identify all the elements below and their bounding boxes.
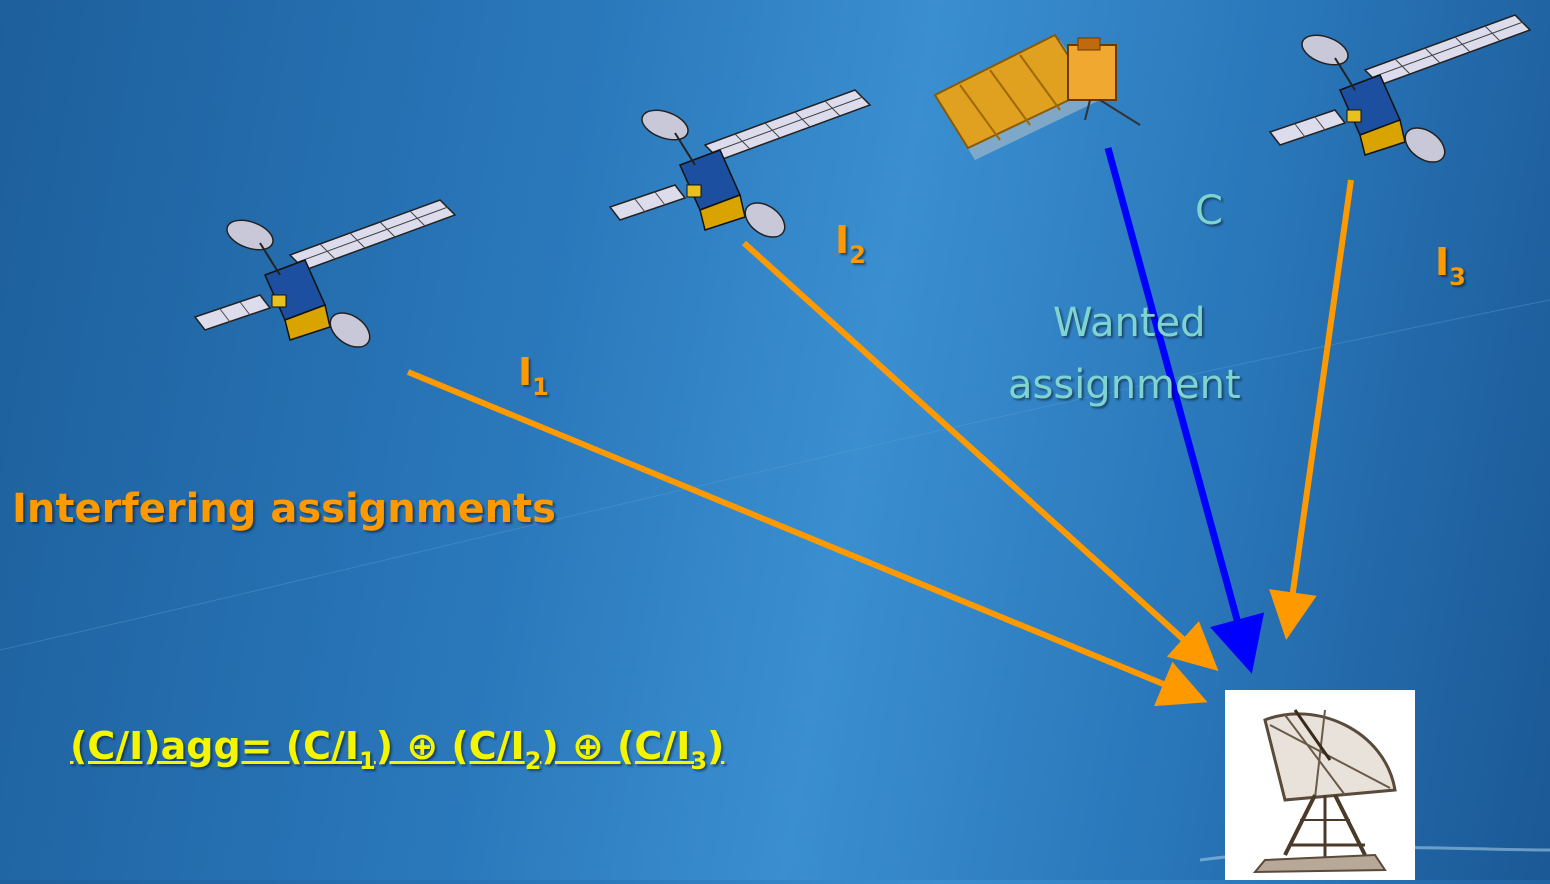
earth-station-dish-icon (1252, 709, 1397, 874)
label-wanted-line2: assignment (1008, 362, 1241, 408)
wanted-arrow (1104, 147, 1265, 674)
formula-part-1: (C/I)agg= (C/I (70, 724, 360, 768)
label-i2-letter: I (835, 218, 850, 262)
label-i3: I3 (1435, 240, 1466, 291)
label-i2: I2 (835, 218, 866, 269)
interference-arrow-2 (741, 240, 1219, 672)
formula-sub-1: 1 (359, 747, 376, 775)
interfering-satellite-2-icon (609, 89, 871, 246)
interference-arrow-3 (1269, 179, 1354, 640)
formula-part-3: ) ⊕ (C/I (541, 724, 691, 768)
formula-sub-2: 2 (524, 747, 542, 775)
interfering-satellite-1-icon (194, 199, 456, 356)
earth-station-image (1225, 690, 1415, 880)
label-interfering-assignments: Interfering assignments (12, 486, 556, 532)
formula-part-2: ) ⊕ (C/I (375, 724, 525, 768)
label-i3-letter: I (1435, 240, 1450, 284)
label-i1-sub: 1 (532, 373, 549, 401)
label-i2-sub: 2 (849, 241, 866, 269)
label-i3-sub: 3 (1449, 263, 1466, 291)
formula-part-4: ) (707, 724, 725, 768)
aggregate-formula: (C/I)agg= (C/I1) ⊕ (C/I2) ⊕ (C/I3) (70, 724, 724, 775)
label-c: C (1195, 188, 1223, 234)
label-wanted-line1: Wanted (1053, 300, 1206, 346)
interference-arrow-1 (406, 369, 1208, 707)
label-i1: I1 (518, 350, 549, 401)
label-i1-letter: I (518, 350, 533, 394)
interfering-satellite-3-icon (1269, 14, 1531, 171)
formula-sub-3: 3 (690, 747, 708, 775)
wanted-satellite-icon (933, 33, 1141, 160)
